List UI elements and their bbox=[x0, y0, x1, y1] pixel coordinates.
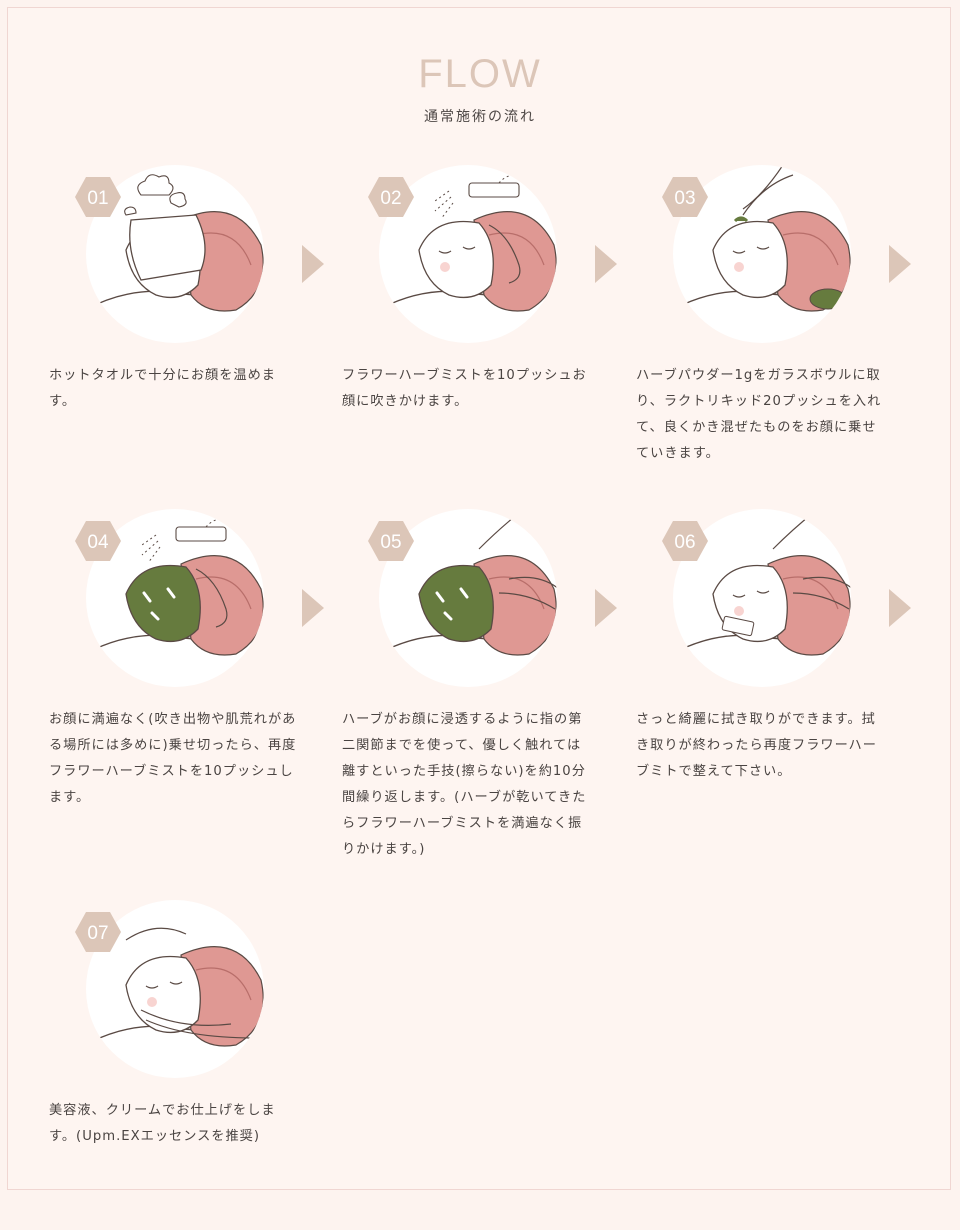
step-card-05: 05 ハーブがお顔に浸透するように指の第二関節までを使って、優しく触れては離すとい… bbox=[342, 509, 622, 857]
step-description: ハーブがお顔に浸透するように指の第二関節までを使って、優しく触れては離すといった… bbox=[342, 712, 587, 857]
page-subtitle: 通常施術の流れ bbox=[424, 109, 536, 125]
step-number: 04 bbox=[87, 532, 109, 553]
step-description: さっと綺麗に拭き取りができます。拭き取りが終わったら再度フラワーハーブミトで整え… bbox=[636, 712, 877, 779]
step-description: ホットタオルで十分にお顔を温めます。 bbox=[49, 368, 276, 409]
mist-green-mask-face-icon bbox=[86, 509, 264, 687]
step-description: お顔に満遍なく(吹き出物や肌荒れがある場所には多めに)乗せ切ったら、再度フラワー… bbox=[49, 712, 297, 805]
step-number: 01 bbox=[87, 188, 109, 209]
next-step-arrow-icon bbox=[302, 245, 324, 283]
step-card-03: 03 ハーブパウダー1gをガラスボウルに取り、ラクトリキッド20プッシュを入れて、… bbox=[636, 165, 916, 495]
step-number: 06 bbox=[674, 532, 696, 553]
page-title: FLOW bbox=[418, 52, 542, 96]
step-description: フラワーハーブミストを10プッシュお顔に吹きかけます。 bbox=[342, 368, 587, 409]
next-step-arrow-icon bbox=[595, 589, 617, 627]
finishing-cream-face-icon bbox=[86, 900, 264, 1078]
wipe-off-face-icon bbox=[673, 509, 851, 687]
step-card-02: 02 フラワーハーブミストを10プッシュお顔に吹きかけます。 bbox=[342, 165, 622, 495]
step-card-01: 01 ホットタオルで十分にお顔を温めます。 bbox=[49, 165, 329, 495]
step-description: ハーブパウダー1gをガラスボウルに取り、ラクトリキッド20プッシュを入れて、良く… bbox=[636, 368, 882, 461]
next-step-arrow-icon bbox=[889, 245, 911, 283]
step-number: 02 bbox=[380, 188, 402, 209]
step-number: 03 bbox=[674, 188, 696, 209]
step-number: 07 bbox=[87, 923, 109, 944]
step-description: 美容液、クリームでお仕上げをします。(Upm.EXエッセンスを推奨) bbox=[49, 1103, 276, 1144]
next-step-arrow-icon bbox=[595, 245, 617, 283]
next-step-arrow-icon bbox=[302, 589, 324, 627]
next-step-arrow-icon bbox=[889, 589, 911, 627]
step-number: 05 bbox=[380, 532, 402, 553]
step-card-06: 06 さっと綺麗に拭き取りができます。拭き取りが終わったら再度フラワーハーブミトで… bbox=[636, 509, 916, 839]
step-card-07: 07 美容液、クリームでお仕上げをします。(Upm.EXエッセンスを推奨) bbox=[49, 900, 329, 1230]
step-card-04: 04 お顔に満遍なく(吹き出物や肌荒れがある場所には多めに)乗せ切ったら、再度フラ… bbox=[49, 509, 329, 839]
